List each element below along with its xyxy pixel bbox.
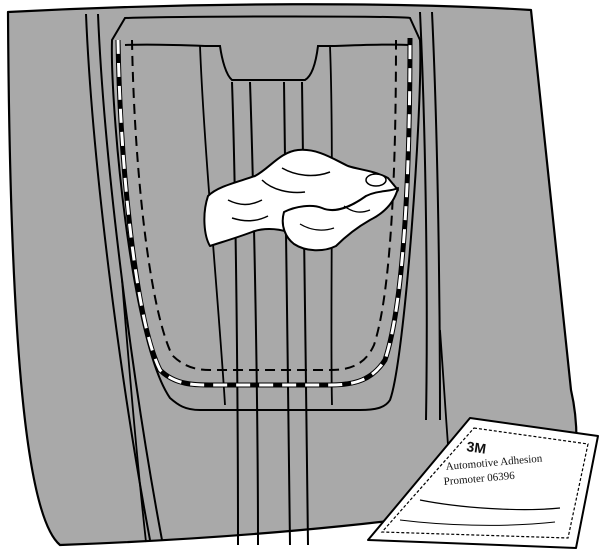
packet-brand: 3M: [466, 438, 487, 457]
